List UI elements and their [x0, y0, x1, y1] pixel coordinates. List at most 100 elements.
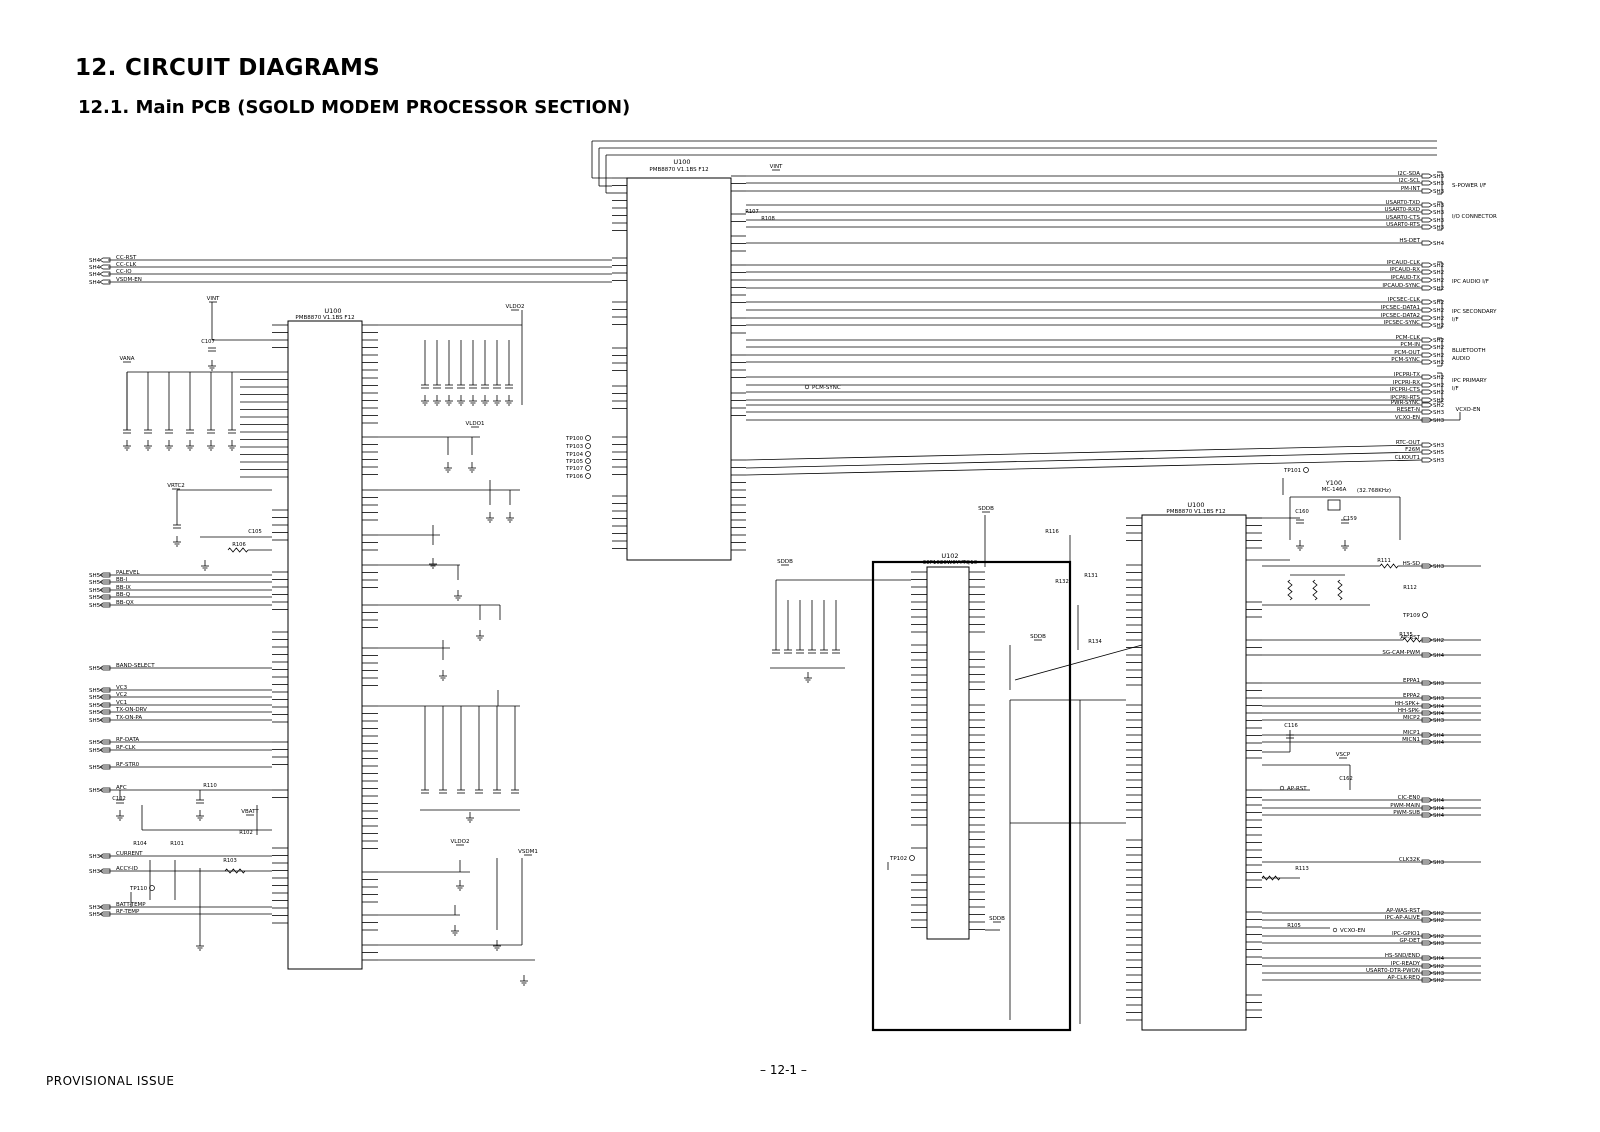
net-label: RF-STR0	[116, 762, 140, 768]
right-port-micn1	[1421, 739, 1433, 745]
right-port-usart0-dtr-pwon	[1421, 970, 1433, 976]
right-port-ipcpri-cts	[1421, 389, 1433, 395]
right-port-vcxo-en	[1421, 417, 1433, 423]
power-label: VANA	[119, 356, 134, 362]
sheet-ref: SH2	[1433, 278, 1444, 284]
sheet-ref: SH3	[1433, 971, 1445, 977]
net-label: CLK32K	[1399, 857, 1421, 863]
net-label: I2C-SDA	[1398, 171, 1421, 177]
u102-refdes: U102	[941, 552, 958, 560]
right-port-ipcaud-rx	[1421, 269, 1433, 275]
component-refdes: R108	[761, 216, 775, 222]
component-refdes: R113	[1295, 866, 1309, 872]
net-label: RF-TEMP	[116, 909, 140, 915]
power-label: VINT	[770, 164, 783, 170]
right-port-usart0-txd	[1421, 202, 1433, 208]
net-label: PCM-IN	[1400, 342, 1420, 348]
group-label: I/F	[1452, 317, 1459, 323]
net-label: USART0-TXD	[1385, 200, 1420, 206]
sheet-ref: SH2	[1433, 270, 1444, 276]
power-label: SDDB	[978, 506, 994, 512]
net-label: CIC-EN0	[1398, 795, 1421, 801]
resistor-r113	[1261, 875, 1281, 881]
test-point-label: TP109	[1402, 613, 1421, 619]
group-label: IPC AUDIO I/F	[1452, 279, 1489, 285]
right-port-i2c-scl	[1421, 180, 1433, 186]
sheet-ref: SH5	[89, 788, 101, 794]
net-label: IPCAUD-RX	[1390, 267, 1421, 273]
left-port-rf-temp	[99, 911, 111, 917]
sheet-ref: SH3	[89, 905, 101, 911]
resistor-r111	[1379, 563, 1399, 569]
sheet-ref: SH2	[1433, 638, 1444, 644]
component-refdes: R106	[232, 542, 246, 548]
component-refdes: C102	[112, 796, 126, 802]
sheet-ref: SH3	[1433, 860, 1445, 866]
u102-part: 38F1020W0YYTQ10	[923, 560, 978, 566]
net-label: HS-SD	[1403, 561, 1420, 567]
crystal-y100	[1327, 499, 1341, 511]
net-label: PM-INT	[1401, 186, 1421, 192]
net-label: VC1	[116, 700, 127, 706]
sheet-ref: SH2	[1433, 286, 1444, 292]
test-point-tp104	[585, 451, 591, 457]
net-label: CC-RST	[116, 255, 137, 261]
net-label: AP-RST	[1400, 635, 1420, 641]
power-label: SDDB	[989, 916, 1005, 922]
net-label: IPCSEC-CLK	[1388, 297, 1420, 303]
net-label: MICP1	[1403, 730, 1420, 736]
right-port-eppa2	[1421, 695, 1433, 701]
sheet-ref: SH2	[1433, 263, 1444, 269]
component-refdes: R134	[1088, 639, 1102, 645]
right-port-ipcaud-sync	[1421, 285, 1433, 291]
net-label: RF-CLK	[116, 745, 136, 751]
sheet-ref: SH3	[1433, 564, 1445, 570]
resistor-pullup	[1337, 579, 1343, 601]
issue-label: PROVISIONAL ISSUE	[46, 1074, 175, 1088]
u100-left-ic-body	[287, 320, 363, 970]
sheet-ref: SH2	[1433, 323, 1444, 329]
component-refdes: C107	[201, 339, 215, 345]
left-port-cc-rst	[99, 257, 111, 263]
sheet-ref: SH2	[1433, 964, 1444, 970]
test-point-tp100	[585, 435, 591, 441]
u100-right-refdes: U100	[1187, 501, 1204, 509]
sheet-ref: SH3	[1433, 458, 1445, 464]
test-point-label: TP101	[1283, 468, 1301, 474]
right-port-ipcsec-data1	[1421, 307, 1433, 313]
left-port-palevel	[99, 572, 111, 578]
net-label: HS-DET	[1399, 238, 1420, 244]
right-port-eppa1	[1421, 680, 1433, 686]
sheet-ref: SH2	[1433, 375, 1444, 381]
u100-right-part: PMB8870 V1.1BS F12	[1166, 509, 1225, 515]
net-label: HS-SND/END	[1385, 953, 1420, 959]
power-label: VSCP	[1336, 752, 1351, 758]
u100-right-ic-body	[1141, 514, 1247, 1031]
net-label: CC-IO	[116, 269, 132, 275]
left-port-cc-io	[99, 271, 111, 277]
test-point-label: TP104	[565, 452, 584, 458]
net-flag-label: VCXO-EN	[1455, 407, 1480, 413]
test-point-label: TP105	[565, 459, 584, 465]
power-label: VLDO2	[451, 839, 470, 845]
sheet-ref: SH4	[1433, 241, 1445, 247]
group-label: S-POWER I/F	[1452, 183, 1486, 189]
power-label: SDDB	[1030, 634, 1046, 640]
left-port-vsdm-en	[99, 279, 111, 285]
net-label: IPCPRI-RX	[1393, 380, 1420, 386]
sheet-ref: SH4	[1433, 740, 1445, 746]
left-port-current	[99, 853, 111, 859]
sheet-ref: SH4	[1433, 653, 1445, 659]
net-label: USART0-CTS	[1386, 215, 1421, 221]
left-port-bb-ix	[99, 587, 111, 593]
power-label: VBATT	[241, 809, 259, 815]
net-label: IPCAUD-CLK	[1387, 260, 1421, 266]
net-label: GP-DET	[1399, 938, 1420, 944]
sheet-ref: SH3	[1433, 181, 1445, 187]
group-label: BLUETOOTH	[1452, 348, 1486, 354]
test-point-label: TP110	[129, 886, 148, 892]
net-label: I2C-SCL	[1399, 178, 1421, 184]
sheet-ref: SH3	[1433, 410, 1445, 416]
power-label: SDDB	[777, 559, 793, 565]
sheet-ref: SH4	[89, 258, 101, 264]
